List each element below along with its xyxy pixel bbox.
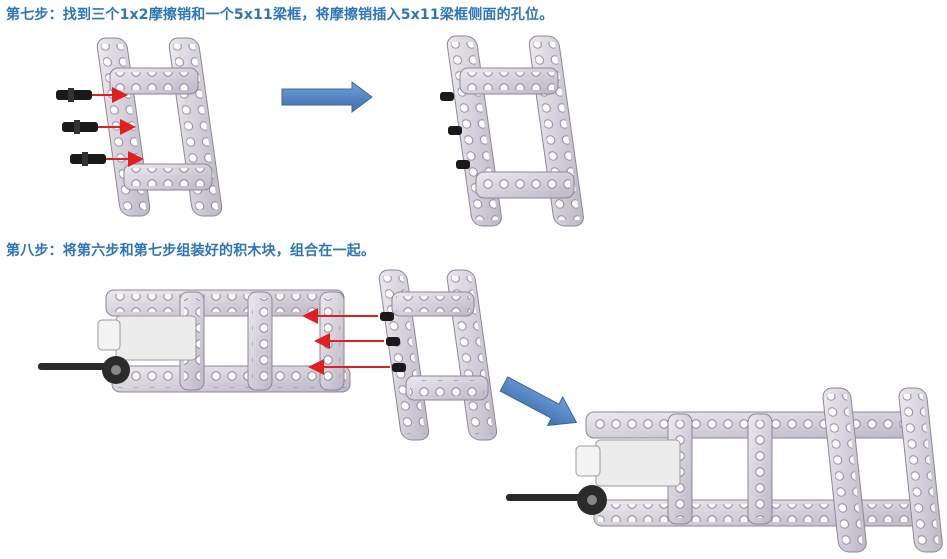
blue-right-arrow-icon — [281, 81, 373, 113]
step7-pins-before — [56, 88, 106, 166]
red-insert-arrow-icon — [302, 308, 390, 375]
step8-motor-assembly-before — [38, 289, 351, 393]
step-7-title: 第七步：找到三个1x2摩擦销和一个5x11梁框，将摩擦销插入5x11梁框侧面的孔… — [6, 7, 554, 23]
step7-frame-after — [440, 35, 584, 227]
friction-pin-icon — [56, 88, 92, 102]
friction-pin-icon — [448, 126, 462, 135]
friction-pin-icon — [440, 92, 454, 101]
friction-pin-icon — [456, 160, 470, 169]
friction-pin-icon — [392, 363, 406, 372]
step-8-title: 第八步：将第六步和第七步组装好的积木块，组合在一起。 — [6, 243, 376, 259]
friction-pin-icon — [386, 337, 400, 346]
friction-pin-icon — [62, 120, 98, 134]
red-insert-arrow-icon — [92, 87, 144, 167]
blue-right-arrow-icon — [499, 376, 578, 426]
step7-frame-before — [96, 37, 223, 217]
friction-pin-icon — [380, 312, 394, 321]
step8-combined-assembly — [506, 387, 943, 553]
step8-frame-before — [378, 269, 498, 441]
friction-pin-icon — [70, 152, 106, 166]
